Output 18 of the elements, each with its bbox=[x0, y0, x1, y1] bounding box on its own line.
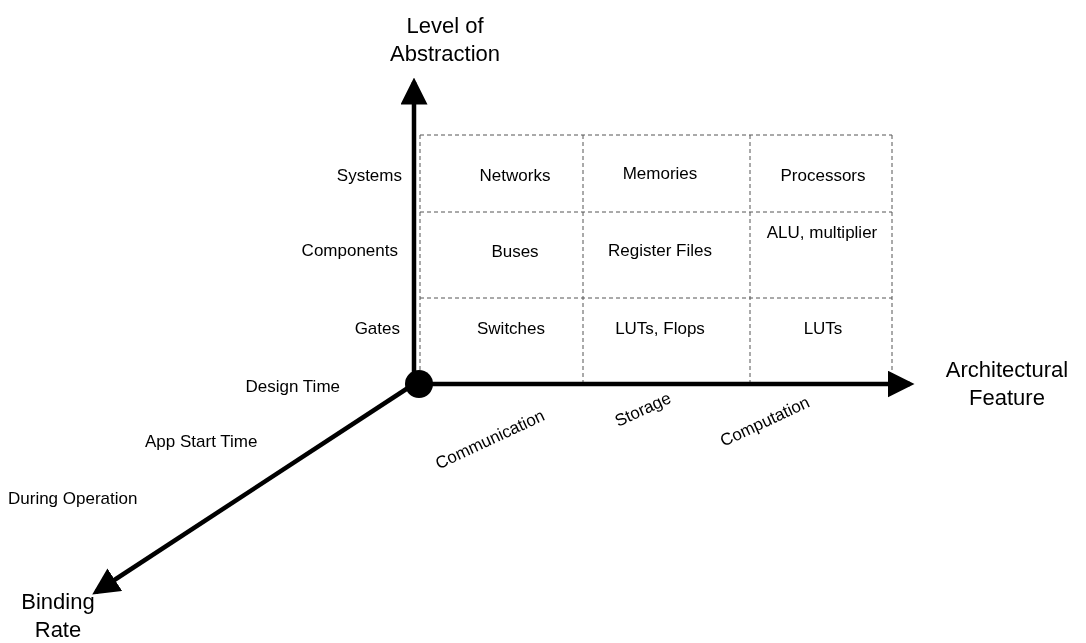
grid-entry: Processors bbox=[779, 165, 867, 187]
grid-entry: ALU, multiplier bbox=[765, 222, 879, 244]
axis-title: Binding Rate bbox=[20, 588, 96, 643]
grid-entry: LUTs bbox=[802, 318, 844, 340]
grid-entry: LUTs, Flops bbox=[614, 318, 706, 340]
grid-entry: Register Files bbox=[607, 240, 713, 262]
axis-title: Architectural Feature bbox=[944, 356, 1070, 411]
axis-title: Level of Abstraction bbox=[388, 12, 502, 67]
grid-entry: Memories bbox=[621, 163, 699, 185]
axis-tick-label: App Start Time bbox=[145, 431, 259, 453]
grid-entry: Buses bbox=[490, 241, 540, 263]
row-label: Gates bbox=[353, 318, 400, 340]
grid-entry: Networks bbox=[478, 165, 552, 187]
row-label: Components bbox=[300, 240, 398, 262]
row-label: Systems bbox=[335, 165, 402, 187]
axis-tick-label: During Operation bbox=[8, 488, 139, 510]
grid-entry: Switches bbox=[476, 318, 546, 340]
axis-tick-label: Design Time bbox=[244, 376, 340, 398]
